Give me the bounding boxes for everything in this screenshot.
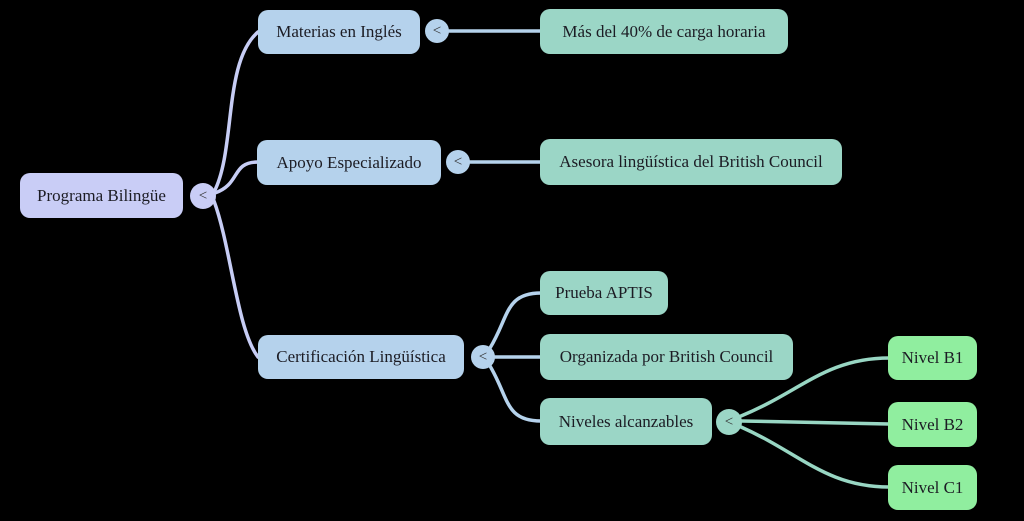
collapse-toggle-certificacion[interactable]: < (471, 345, 495, 369)
edge-niveles-b2 (740, 419, 891, 426)
edge-root-materias (212, 30, 260, 194)
edge-root-apoyo (213, 160, 260, 195)
collapse-toggle-root[interactable]: < (190, 183, 216, 209)
node-certificacion-linguistica[interactable]: Certificación Lingüística (258, 335, 464, 379)
node-materias-en-ingles[interactable]: Materias en Inglés (258, 10, 420, 54)
edge-root-certificacion (212, 199, 260, 359)
node-programa-bilingue[interactable]: Programa Bilingüe (20, 173, 183, 218)
node-niveles-alcanzables[interactable]: Niveles alcanzables (540, 398, 712, 445)
node-carga-horaria[interactable]: Más del 40% de carga horaria (540, 9, 788, 54)
collapse-toggle-apoyo[interactable]: < (446, 150, 470, 174)
node-nivel-c1[interactable]: Nivel C1 (888, 465, 977, 510)
edge-cert-aptis (488, 291, 543, 350)
edge-niveles-b1 (739, 356, 891, 418)
collapse-toggle-niveles[interactable]: < (716, 409, 742, 435)
node-asesora-linguistica[interactable]: Asesora lingüística del British Council (540, 139, 842, 185)
collapse-toggle-materias[interactable]: < (425, 19, 449, 43)
node-nivel-b2[interactable]: Nivel B2 (888, 402, 977, 447)
node-prueba-aptis[interactable]: Prueba APTIS (540, 271, 668, 315)
edge-cert-niveles (488, 364, 543, 423)
edge-niveles-c1 (739, 425, 891, 489)
node-apoyo-especializado[interactable]: Apoyo Especializado (257, 140, 441, 185)
node-nivel-b1[interactable]: Nivel B1 (888, 336, 977, 380)
node-organizada-british-council[interactable]: Organizada por British Council (540, 334, 793, 380)
